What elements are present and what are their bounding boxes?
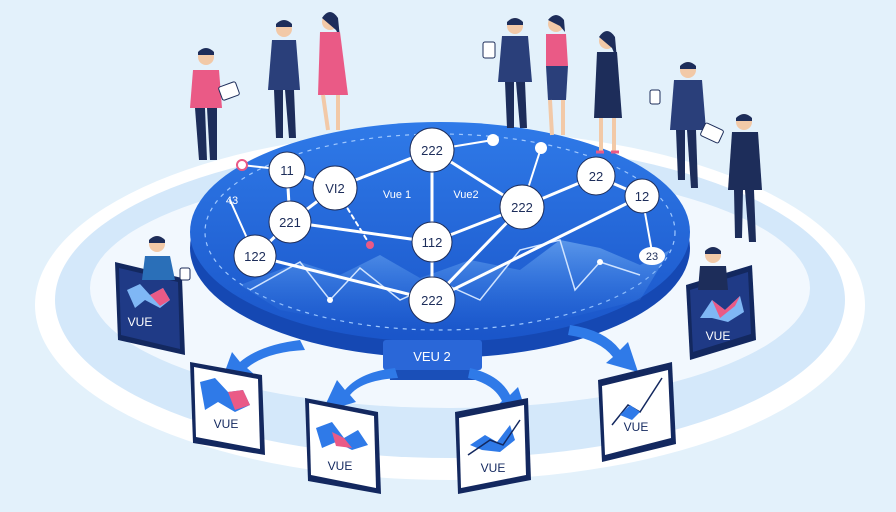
node-label: 222	[511, 200, 533, 215]
node-label: VI2	[325, 181, 345, 196]
screen-label: VUE	[328, 459, 353, 473]
screen-tile: VUE	[455, 398, 531, 494]
screen-tile: VUE	[115, 262, 185, 355]
person-man-suit-1	[268, 20, 300, 138]
graph-node: 11	[268, 151, 306, 189]
floating-label: 43	[226, 195, 238, 207]
person-seated-right	[698, 247, 728, 290]
screen-label: VUE	[706, 329, 731, 343]
person-man-suit-2	[482, 18, 532, 128]
screen-label: VUE	[624, 420, 649, 434]
graph-node: 221	[268, 200, 312, 244]
person-seated-left	[142, 236, 191, 281]
person-man-suit-3	[649, 62, 706, 188]
graph-node: 112	[411, 221, 453, 263]
person-man-tablet-left	[190, 48, 240, 160]
floating-labels: Vue 1 Vue2 43 23	[226, 189, 665, 265]
person-woman-pink-top	[546, 15, 568, 136]
node-label: 222	[421, 293, 443, 308]
hub-text: VEU 2	[413, 349, 451, 364]
node-label: 112	[422, 235, 443, 250]
graph-nodes: 222 11 VI2 221 122 112 222 222 22 12	[233, 127, 660, 324]
node-label: 22	[589, 169, 603, 184]
person-man-suit-4	[700, 114, 762, 242]
screen-tile: VUE	[190, 362, 265, 455]
people	[142, 12, 762, 290]
graph-node: 222	[408, 276, 456, 324]
screen-label: VUE	[128, 315, 153, 329]
floating-label: Vue2	[453, 189, 478, 201]
screen-tiles: VUE VUE VUE VUE	[115, 262, 756, 494]
hub-label: VEU 2	[383, 340, 482, 380]
graph-node: 122	[233, 234, 277, 278]
graph-node: VI2	[312, 165, 358, 211]
node-label: 122	[244, 249, 266, 264]
floating-label: 23	[646, 251, 658, 263]
floating-node: 23	[639, 247, 665, 265]
node-label: 12	[635, 189, 649, 204]
screen-tile: VUE	[598, 362, 676, 462]
person-woman-pink	[318, 12, 348, 131]
floating-label: Vue 1	[383, 189, 411, 201]
graph-node: 22	[576, 156, 616, 196]
person-woman-dark	[594, 31, 622, 154]
graph-node: 12	[624, 178, 660, 214]
graph-node: 222	[499, 184, 545, 230]
node-label: 222	[421, 143, 443, 158]
graph-dots	[236, 134, 603, 303]
screen-tile: VUE	[305, 398, 381, 494]
node-label: 11	[280, 163, 294, 178]
screen-label: VUE	[214, 417, 239, 431]
node-label: 221	[279, 215, 301, 230]
graph-node: 222	[409, 127, 455, 173]
screen-label: VUE	[481, 461, 506, 475]
